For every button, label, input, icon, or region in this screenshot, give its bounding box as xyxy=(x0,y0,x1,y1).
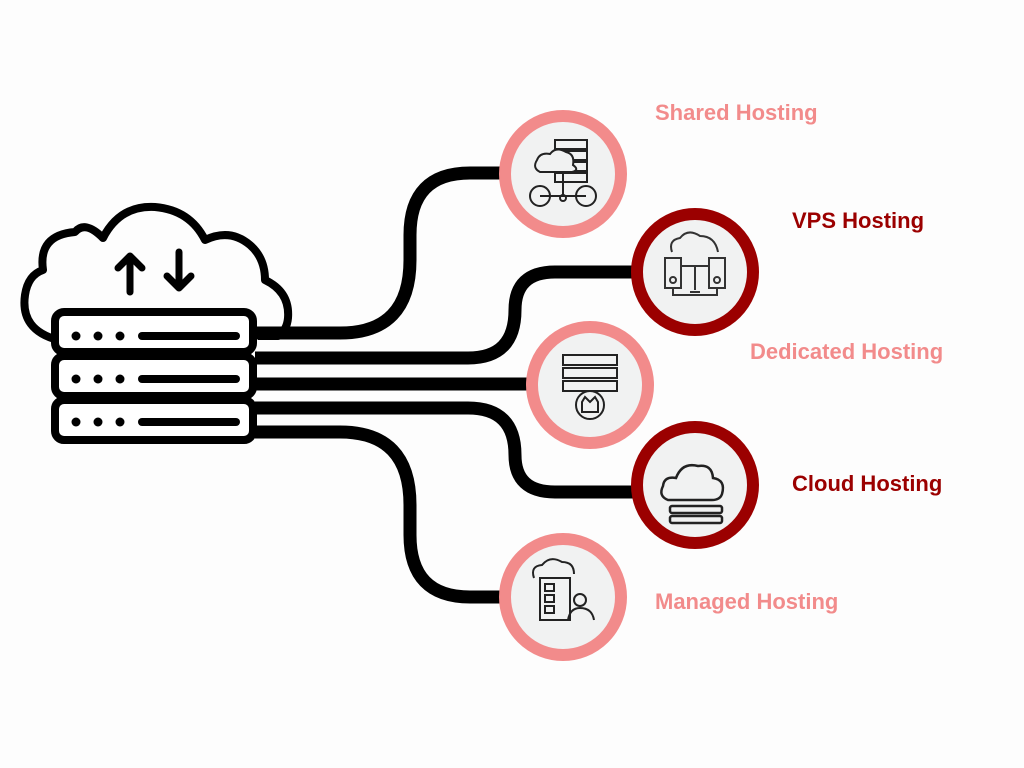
shared-hosting-icon xyxy=(529,139,597,207)
connector-cloud xyxy=(255,401,635,499)
label-shared-hosting: Shared Hosting xyxy=(655,100,818,125)
label-dedicated-hosting: Dedicated Hosting xyxy=(750,339,944,364)
connectors xyxy=(255,166,635,604)
cloud-hosting-icon xyxy=(660,464,725,525)
connector-vps xyxy=(255,265,635,365)
vps-hosting-icon xyxy=(664,231,726,296)
connector-managed xyxy=(255,425,505,604)
node-vps xyxy=(631,208,759,336)
node-shared xyxy=(499,110,627,238)
cloud-server-icon xyxy=(20,202,293,444)
dedicated-hosting-icon xyxy=(562,354,618,420)
node-cloud xyxy=(631,421,759,549)
node-dedicated xyxy=(526,321,654,449)
label-managed-hosting: Managed Hosting xyxy=(655,589,839,614)
label-vps-hosting: VPS Hosting xyxy=(792,208,925,233)
node-managed xyxy=(499,533,627,661)
connector-shared xyxy=(255,166,505,340)
label-cloud-hosting: Cloud Hosting xyxy=(792,471,943,496)
managed-hosting-icon xyxy=(532,558,595,621)
